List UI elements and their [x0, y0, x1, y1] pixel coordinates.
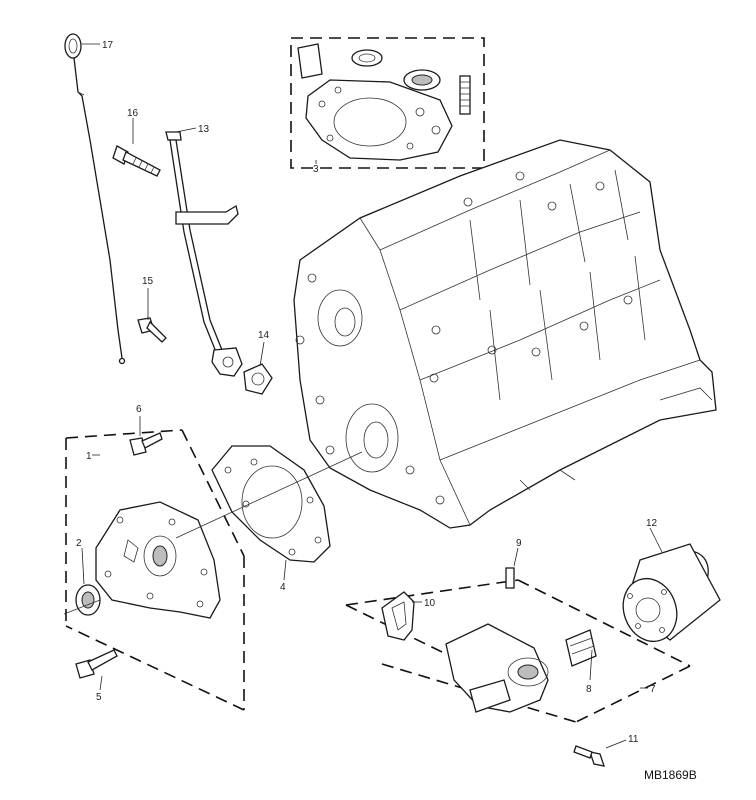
- callout-13: 13: [198, 124, 210, 135]
- oil-filter-adaptor-assembly: [345, 567, 691, 723]
- oil-filter-gasket: [381, 591, 415, 641]
- callout-15: 15: [142, 276, 154, 287]
- diagram-reference-code: MB1869B: [644, 768, 697, 782]
- callout-16: 16: [127, 108, 139, 119]
- callout-8: 8: [586, 684, 592, 695]
- callout-5: 5: [96, 692, 102, 703]
- callout-1: 1: [86, 451, 92, 462]
- gasket-14: [243, 363, 273, 395]
- leader-lines: [81, 43, 663, 749]
- bolt-11: [573, 745, 605, 767]
- callout-12: 12: [646, 518, 658, 529]
- crankshaft-seal: [75, 584, 101, 616]
- callout-numbers: 17 16 13 15 14 6 1 2 3 4 5 7 8 9 10 11 1…: [76, 40, 658, 745]
- dipstick-tube: [165, 131, 243, 377]
- bolt-5: [75, 649, 118, 679]
- callout-4: 4: [280, 582, 286, 593]
- seal-kit: [290, 37, 485, 169]
- callout-14: 14: [258, 330, 270, 341]
- oil-pump-assembly: [65, 429, 245, 711]
- callout-3: 3: [313, 164, 319, 175]
- dipstick: [64, 33, 126, 365]
- callout-17: 17: [102, 40, 114, 51]
- oil-pump-gasket: [211, 445, 331, 563]
- callout-11: 11: [628, 734, 639, 745]
- callout-6: 6: [136, 404, 142, 415]
- bolt-15: [137, 317, 167, 343]
- oil-filter: [622, 543, 721, 643]
- bolt-6: [129, 432, 163, 456]
- bolt-16: [112, 145, 161, 177]
- cylinder-block: [293, 139, 717, 529]
- assembly-guide-lines: [63, 451, 363, 615]
- callout-10: 10: [424, 598, 436, 609]
- callout-7: 7: [650, 684, 656, 695]
- callout-9: 9: [516, 538, 522, 549]
- callout-2: 2: [76, 538, 82, 549]
